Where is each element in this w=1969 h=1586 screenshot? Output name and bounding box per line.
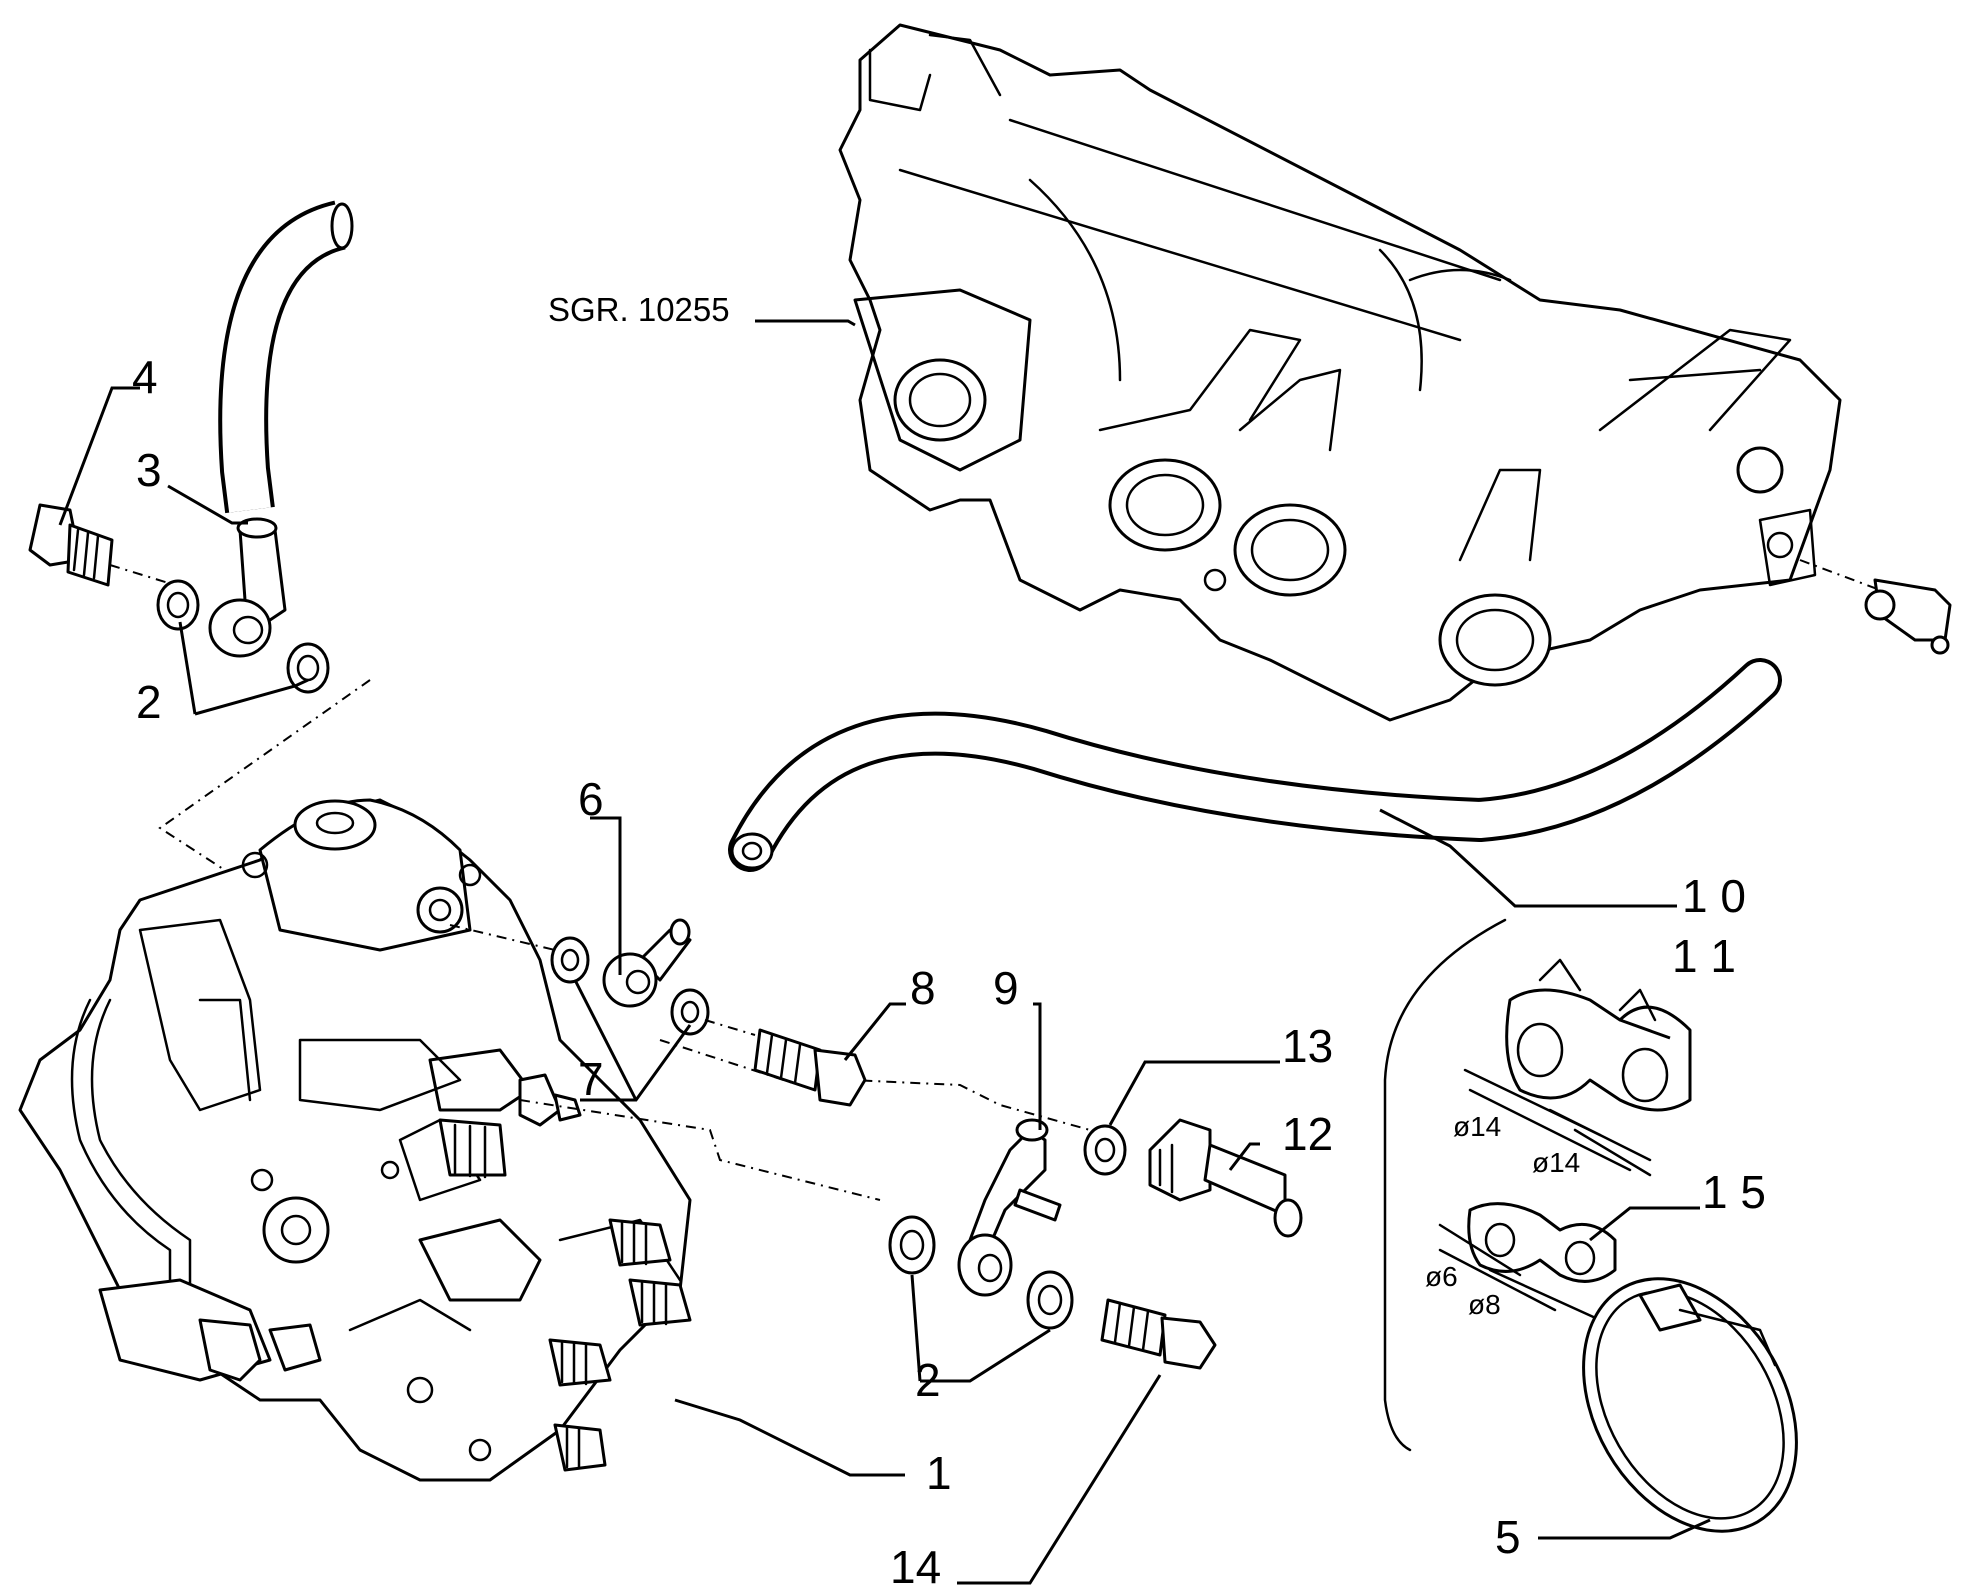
callout-2-upper: 2 xyxy=(136,676,162,728)
vacuum-hose xyxy=(728,658,1782,872)
double-clip-11 xyxy=(1505,958,1692,1112)
banjo-fitting-6 xyxy=(602,918,692,1008)
washer-2-upper-left xyxy=(156,579,200,631)
fitting-12 xyxy=(1148,1118,1303,1238)
callout-7: 7 xyxy=(578,1053,604,1105)
banjo-bolt-4 xyxy=(28,503,114,587)
washer-13 xyxy=(1083,1124,1127,1176)
reference-label: SGR. 10255 xyxy=(548,291,730,328)
hose-clamp-5 xyxy=(1582,1277,1798,1533)
injection-pump xyxy=(18,798,692,1482)
manifold-fitting xyxy=(1864,578,1952,655)
dimension-clip15-right: ø8 xyxy=(1468,1289,1501,1320)
double-clip-15 xyxy=(1467,1202,1617,1283)
dimension-clip11-right: ø14 xyxy=(1532,1147,1580,1178)
callout-12: 12 xyxy=(1282,1108,1333,1160)
upper-hose xyxy=(218,200,354,514)
callout-9: 9 xyxy=(993,962,1019,1014)
banjo-bolt-8 xyxy=(753,1028,867,1107)
callout-3: 3 xyxy=(136,444,162,496)
intake-manifold xyxy=(838,23,1842,722)
callout-10: 1 0 xyxy=(1682,870,1746,922)
dimension-clip11-left: ø14 xyxy=(1453,1111,1501,1142)
callout-1: 1 xyxy=(926,1447,952,1499)
banjo-bolt-14 xyxy=(1100,1298,1217,1370)
callout-15: 1 5 xyxy=(1702,1166,1766,1218)
washer-7-right xyxy=(670,988,710,1036)
banjo-fitting-3 xyxy=(208,517,287,658)
dimension-clip15-left: ø6 xyxy=(1425,1261,1458,1292)
callout-13: 13 xyxy=(1282,1020,1333,1072)
washer-7-left xyxy=(550,936,590,984)
banjo-fitting-9 xyxy=(957,1118,1062,1297)
callout-6: 6 xyxy=(578,773,604,825)
leader-lines xyxy=(58,319,1711,1585)
callout-2-lower: 2 xyxy=(915,1354,941,1406)
callout-4: 4 xyxy=(132,351,158,403)
washer-2-lower-right xyxy=(1026,1270,1074,1330)
callout-5: 5 xyxy=(1495,1511,1521,1563)
washer-2-lower-left xyxy=(888,1215,936,1275)
washer-2-upper-right xyxy=(286,642,330,694)
callout-14: 14 xyxy=(890,1541,941,1586)
callout-8: 8 xyxy=(910,962,936,1014)
callout-11: 1 1 xyxy=(1672,930,1736,982)
